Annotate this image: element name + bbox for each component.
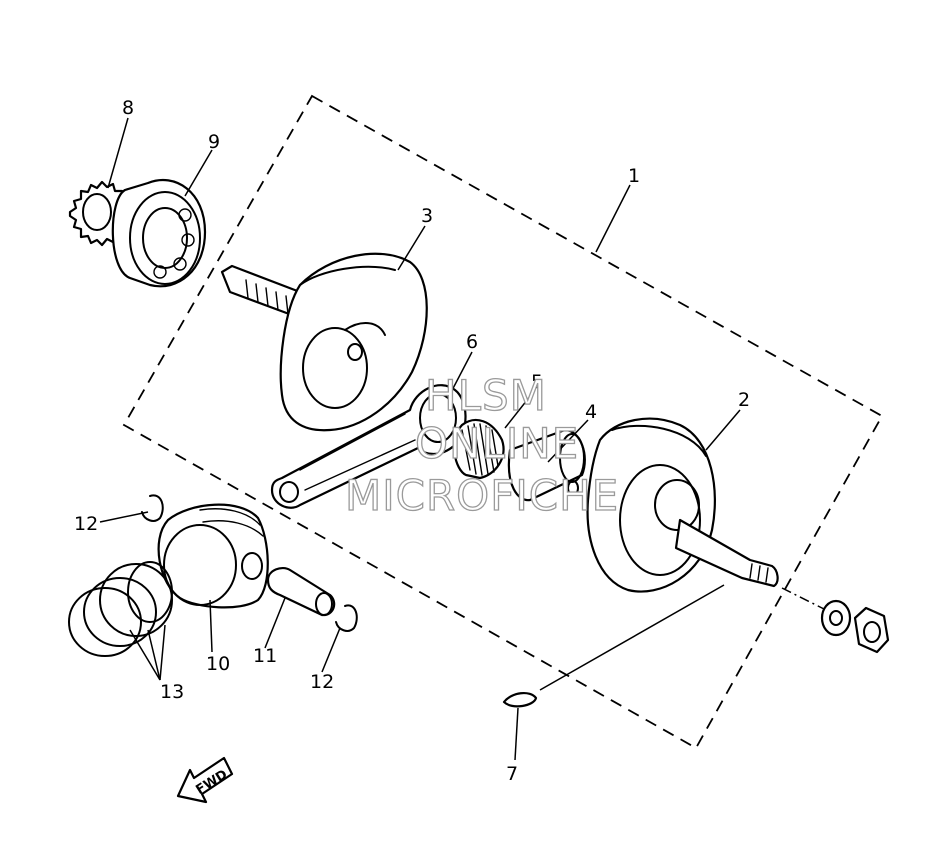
washer	[820, 599, 852, 637]
crank-half-part-3	[220, 252, 428, 432]
bearing-part-9	[111, 178, 207, 288]
callout-11: 11	[253, 645, 277, 667]
circlip-part-12-b	[335, 604, 358, 632]
callout-10: 10	[206, 653, 230, 675]
piston-part-10	[157, 503, 269, 609]
callout-4: 4	[585, 401, 597, 423]
piston-rings-part-13	[68, 561, 173, 657]
callout-12-b: 12	[310, 671, 334, 693]
callout-12-a: 12	[74, 513, 98, 535]
callout-8: 8	[122, 97, 134, 119]
callout-9: 9	[208, 131, 220, 153]
fwd-arrow-icon: FWD	[176, 756, 234, 804]
watermark-line-2: ONLINE	[415, 419, 579, 468]
callout-1: 1	[628, 165, 640, 187]
nut	[853, 606, 890, 654]
callout-3: 3	[421, 205, 433, 227]
piston-pin-part-11	[266, 566, 336, 617]
watermark: HLSM ONLINE MICROFICHE	[344, 370, 619, 520]
crank-pin-part-4	[507, 428, 586, 502]
callout-7: 7	[506, 763, 518, 785]
callout-13: 13	[160, 681, 184, 703]
watermark-line-1: HLSM	[425, 371, 547, 420]
callout-6: 6	[466, 331, 478, 353]
crank-half-part-2	[586, 417, 779, 593]
needle-bearing-part-5	[453, 418, 505, 480]
callout-2: 2	[738, 389, 750, 411]
shaft-centerline	[781, 587, 831, 613]
callout-5: 5	[531, 371, 543, 393]
connecting-rod-part-6	[270, 384, 467, 509]
watermark-line-3: MICROFICHE	[345, 471, 619, 520]
circlip-part-12-a	[141, 494, 164, 522]
woodruff-key-part-7	[502, 692, 538, 708]
leader-lines	[99, 117, 741, 761]
